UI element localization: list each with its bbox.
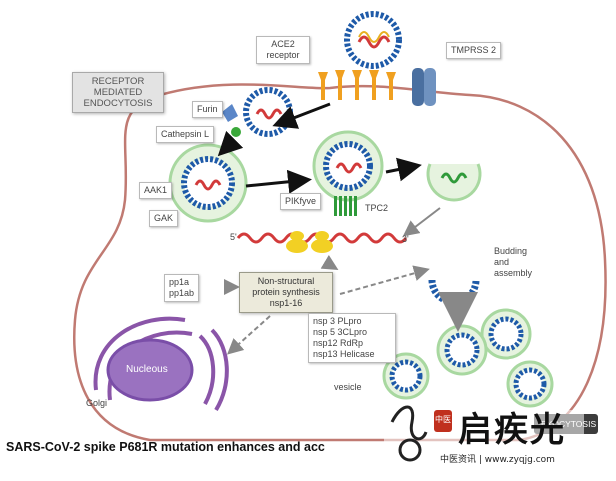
ace2-receptor-label: ACE2 receptor bbox=[256, 36, 310, 64]
grey-arrows bbox=[224, 207, 478, 332]
rna-five-prime-label: 5' bbox=[230, 232, 237, 242]
virion-endocytosis bbox=[243, 87, 293, 137]
cathepsin-l-label: Cathepsin L bbox=[156, 126, 215, 143]
watermark-logo-icon bbox=[384, 405, 584, 462]
furin-protease bbox=[222, 104, 238, 122]
rna-three-prime-label: 3' bbox=[402, 234, 409, 244]
watermark-brand: 启疾光 bbox=[458, 410, 566, 450]
golgi-label: Golgi bbox=[86, 398, 108, 408]
endosome-open bbox=[426, 163, 482, 202]
tmprss2-label: TMPRSS 2 bbox=[446, 42, 502, 59]
pikfyve-label: PIKfyve bbox=[280, 193, 322, 210]
tmprss2-protease bbox=[412, 68, 436, 106]
endosome-late bbox=[312, 130, 384, 202]
endosome-early bbox=[168, 143, 248, 223]
watermark-sub: 中医资讯 | www.zyqjg.com bbox=[440, 455, 555, 465]
cathepsin-l bbox=[231, 127, 241, 137]
budding-virion bbox=[428, 279, 480, 306]
tpc2-label: TPC2 bbox=[365, 203, 389, 213]
vesicle-label: vesicle bbox=[334, 382, 362, 392]
nonstructural-protein-synthesis-label: Non-structural protein synthesis nsp1-16 bbox=[239, 272, 333, 313]
receptor-mediated-endocytosis-label: RECEPTOR MEDIATED ENDOCYTOSIS bbox=[72, 72, 164, 113]
nsp-enzyme-list: nsp 3 PLpro nsp 5 3CLpro nsp12 RdRp nsp1… bbox=[308, 313, 396, 363]
gak-label: GAK bbox=[149, 210, 179, 227]
watermark: 中医 启疾光 中医资讯 | www.zyqjg.com bbox=[380, 380, 616, 476]
vesicle-group bbox=[382, 308, 554, 408]
ribosomes bbox=[286, 231, 333, 253]
pathway-arrows bbox=[217, 102, 422, 194]
enzyme-item: nsp12 RdRp bbox=[313, 338, 364, 348]
ace2-receptor-group bbox=[318, 70, 396, 100]
nucleus bbox=[106, 338, 194, 402]
dashed-arrows bbox=[227, 265, 430, 355]
aak1-label: AAK1 bbox=[139, 182, 173, 199]
enzyme-item: nsp 5 3CLpro bbox=[313, 327, 368, 337]
figure-caption: SARS-CoV-2 spike P681R mutation enhances… bbox=[6, 440, 325, 454]
enzyme-item: nsp 3 PLpro bbox=[313, 316, 362, 326]
virion-top bbox=[344, 11, 402, 69]
budding-assembly-label: Budding and assembly bbox=[494, 246, 533, 278]
furin-label: Furin bbox=[192, 101, 223, 118]
nucleus-label: Nucleous bbox=[126, 364, 168, 375]
cell-membrane bbox=[73, 83, 607, 442]
watermark-badge: 中医 bbox=[435, 415, 451, 424]
tpc2-channel bbox=[334, 196, 357, 216]
pp1a-label: pp1a pp1ab bbox=[164, 274, 200, 302]
enzyme-item: nsp13 Helicase bbox=[313, 349, 375, 359]
